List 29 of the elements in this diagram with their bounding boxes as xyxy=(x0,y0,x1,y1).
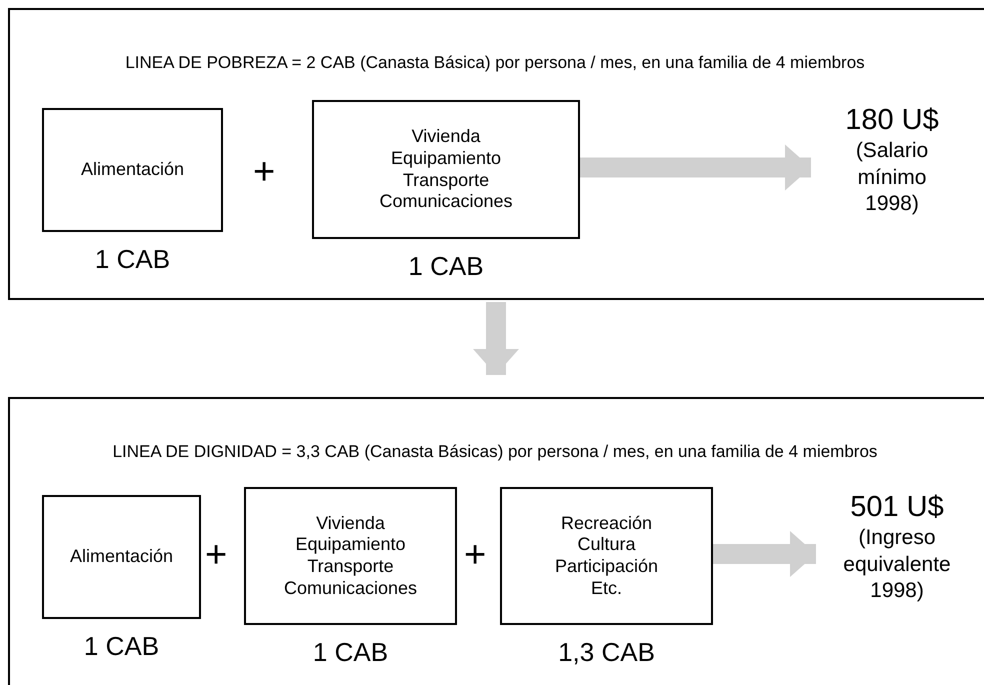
amount-text: 501 U$ xyxy=(850,490,944,525)
box-text: Recreación Cultura Participación Etc. xyxy=(554,512,660,600)
amount-text: 180 U$ xyxy=(845,103,939,138)
plus-sign: + xyxy=(464,536,486,574)
category-box xyxy=(312,100,580,239)
panel-heading: LINEA DE POBREZA = 2 CAB (Canasta Básica) por persona / mes, en una familia de 4 miembros xyxy=(124,52,866,74)
cab-amount-label: 1 CAB xyxy=(82,633,160,659)
box-text: Vivienda Equipamiento Transporte Comunicaciones xyxy=(378,126,514,213)
cab-amount-label: 1 CAB xyxy=(407,253,485,279)
category-box xyxy=(500,487,713,625)
block-arrow xyxy=(473,302,519,375)
box-text: Alimentación xyxy=(68,546,174,568)
panel xyxy=(8,8,984,300)
box-text: Alimentación xyxy=(80,159,186,181)
block-arrow xyxy=(713,531,816,577)
category-box xyxy=(42,495,201,619)
cab-amount-label: 1 CAB xyxy=(94,246,172,272)
plus-sign: + xyxy=(205,536,228,574)
block-arrow xyxy=(580,144,811,190)
box-text: Vivienda Equipamiento Transporte Comunicaciones xyxy=(282,512,418,600)
category-box xyxy=(42,108,223,232)
amount-note: (Salario mínimo 1998) xyxy=(854,138,930,217)
amount-note: (Ingreso equivalente 1998) xyxy=(842,525,952,604)
cab-amount-label: 1 CAB xyxy=(312,639,390,665)
panel xyxy=(8,397,984,685)
category-box xyxy=(244,487,457,625)
cab-amount-label: 1,3 CAB xyxy=(557,639,656,665)
panel-heading: LINEA DE DIGNIDAD = 3,3 CAB (Canasta Básicas) por persona / mes, en una familia de 4 miembros xyxy=(112,441,878,463)
plus-sign: + xyxy=(253,153,276,191)
